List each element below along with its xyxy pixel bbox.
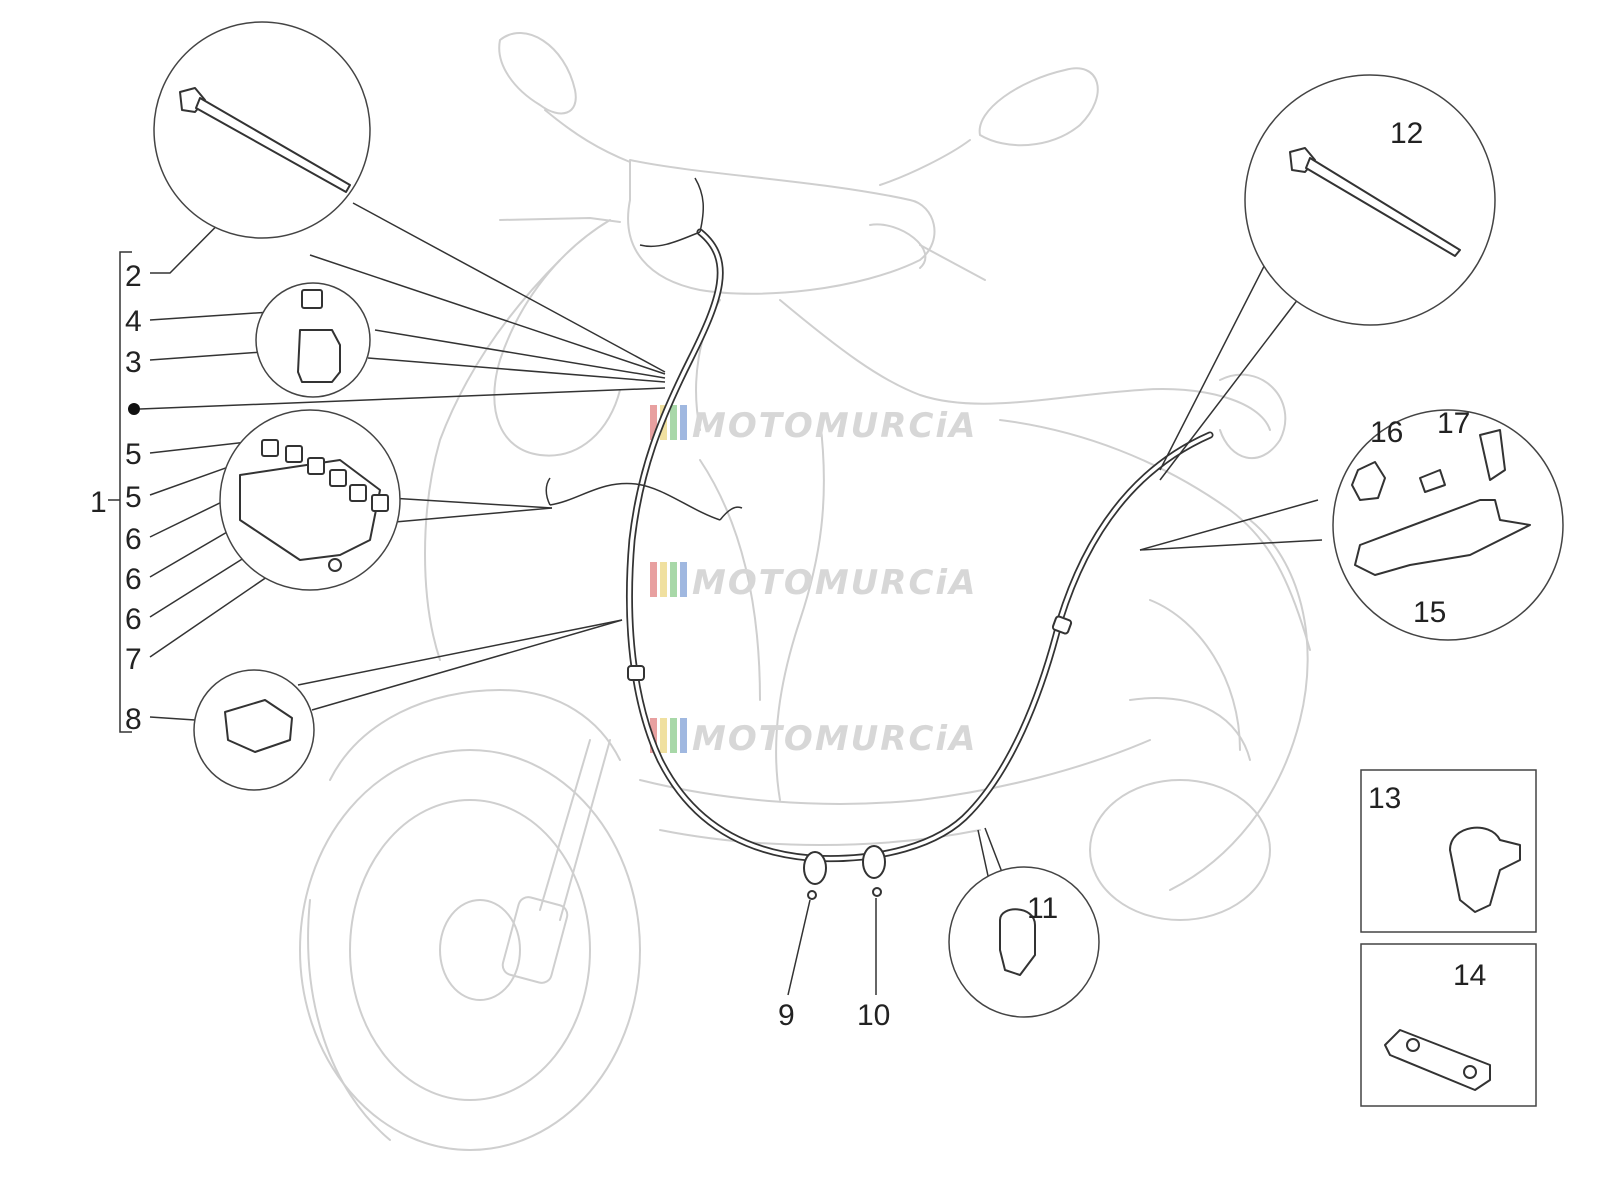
callout-10: 10 xyxy=(857,999,890,1032)
callout-labels: 1 2 4 3 5 5 6 6 6 7 8 9 10 11 12 13 14 1… xyxy=(90,117,1486,1032)
watermark-text: MOTOMURCiA xyxy=(692,406,977,446)
callout-15: 15 xyxy=(1413,596,1446,629)
callout-5b: 5 xyxy=(125,481,142,514)
callout-7: 7 xyxy=(125,643,142,676)
detail-circle-cable-tie-2 xyxy=(1244,74,1496,326)
detail-circle-connector xyxy=(193,669,315,791)
watermark-text: MOTOMURCiA xyxy=(692,719,977,759)
scooter-outline xyxy=(299,32,1311,1151)
callout-12: 12 xyxy=(1390,117,1423,150)
watermark-logo-2: MOTOMURCiA xyxy=(650,562,977,603)
callout-13: 13 xyxy=(1368,782,1401,815)
callout-6b: 6 xyxy=(125,563,142,596)
callout-8: 8 xyxy=(125,703,142,736)
callout-6a: 6 xyxy=(125,523,142,556)
detail-circle-relay xyxy=(255,282,371,398)
callout-11: 11 xyxy=(1027,892,1058,925)
watermark-group: MOTOMURCiA MOTOMURCiA MOTOMURCiA xyxy=(650,405,977,759)
detail-box-clamp xyxy=(1360,769,1537,933)
callout-4: 4 xyxy=(125,305,142,338)
callout-1: 1 xyxy=(90,486,107,519)
callout-17: 17 xyxy=(1437,407,1470,440)
detail-circle-bracket xyxy=(1332,409,1564,641)
watermark-logo-3: MOTOMURCiA xyxy=(650,718,977,759)
bullet-dot xyxy=(128,403,140,415)
callout-2: 2 xyxy=(125,260,142,293)
leader-lines xyxy=(108,169,1323,996)
callout-14: 14 xyxy=(1453,959,1486,992)
callout-6c: 6 xyxy=(125,603,142,636)
callout-3: 3 xyxy=(125,346,142,379)
callout-5a: 5 xyxy=(125,438,142,471)
detail-circle-clip xyxy=(948,866,1100,1018)
main-wiring-harness xyxy=(545,177,1214,900)
callout-9: 9 xyxy=(778,999,795,1032)
watermark-logo-1: MOTOMURCiA xyxy=(650,405,977,446)
detail-circle-cable-tie xyxy=(153,21,371,239)
callout-16: 16 xyxy=(1370,416,1403,449)
watermark-text: MOTOMURCiA xyxy=(692,563,977,603)
detail-circle-fuse-box xyxy=(219,409,401,591)
detail-box-plate xyxy=(1360,943,1537,1107)
